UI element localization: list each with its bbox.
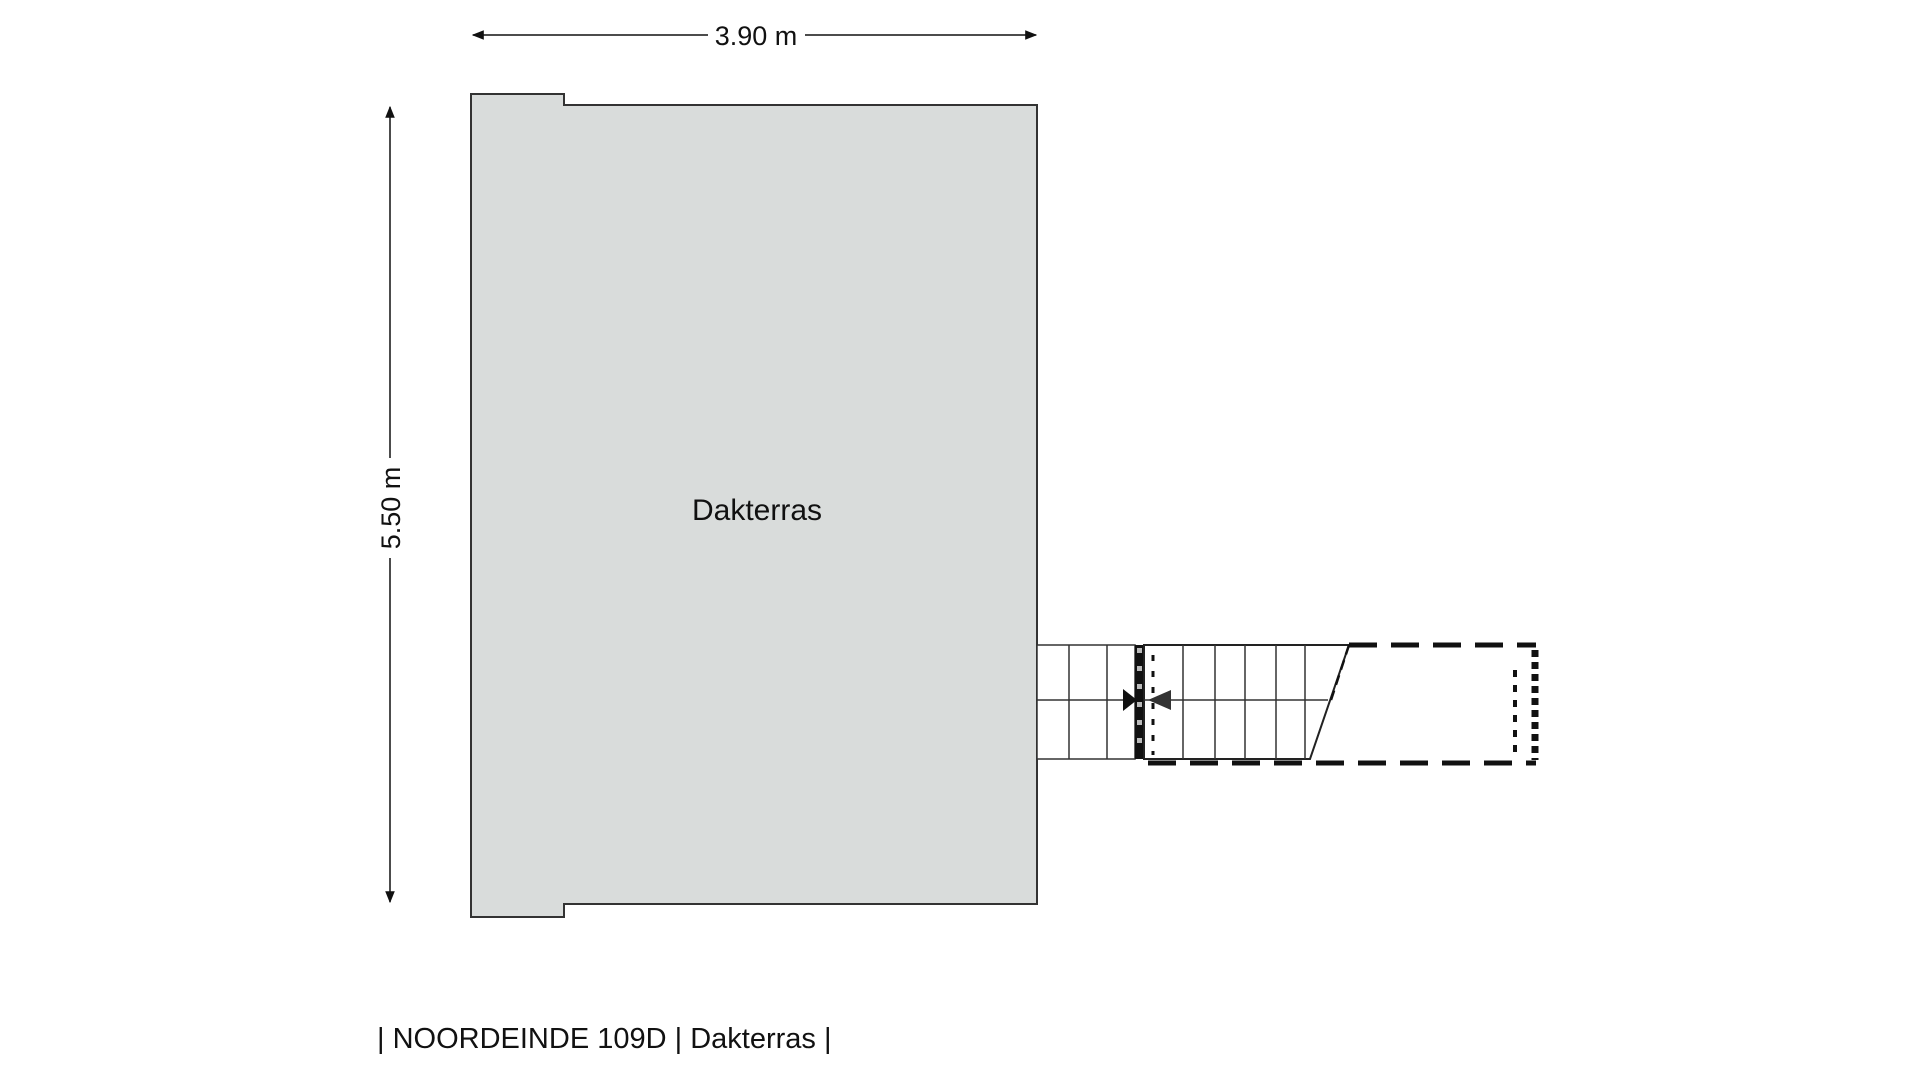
- room-label: Dakterras: [692, 494, 822, 527]
- height-dimension: 5.50 m: [376, 105, 406, 904]
- room-dakterras: [470, 93, 1038, 918]
- staircase: [1036, 642, 1539, 766]
- height-dimension-label: 5.50 m: [376, 467, 406, 550]
- width-dimension: 3.90 m: [471, 21, 1038, 51]
- width-dimension-label: 3.90 m: [715, 21, 798, 51]
- footer-caption: | NOORDEINDE 109D | Dakterras |: [377, 1023, 831, 1055]
- stair-arrow-icon: [1148, 690, 1171, 710]
- stair-arrow-icon: [1123, 689, 1137, 711]
